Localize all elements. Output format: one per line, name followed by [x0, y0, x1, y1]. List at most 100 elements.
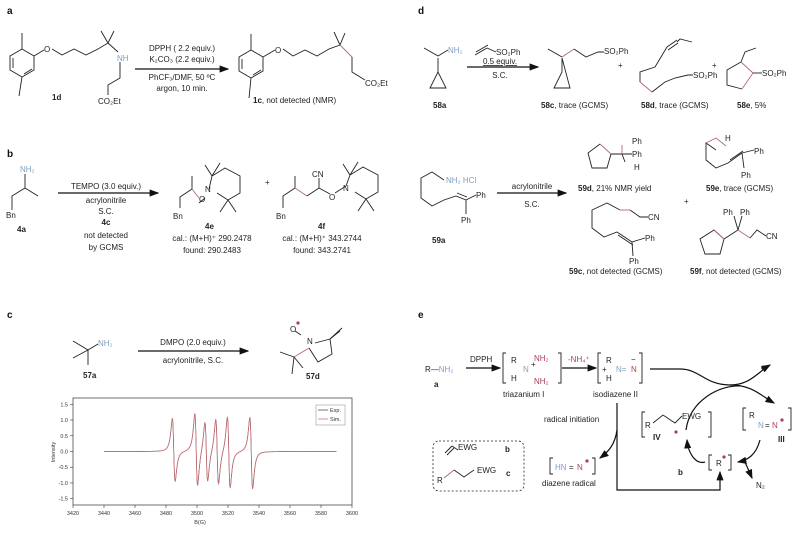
- panel-label: e: [418, 310, 424, 321]
- plus-sign: +: [712, 61, 717, 70]
- hrms-found: found: 290.2483: [183, 246, 241, 255]
- panel-a: a O NH CO₂Et 1d DPPH ( 2.2 equiv.) K₂CO₃…: [7, 6, 388, 106]
- x-tick-label: 3580: [315, 511, 327, 517]
- reagent-b: b: [678, 468, 683, 477]
- condition: PhCF₃/DMF, 50 ºC: [149, 73, 216, 82]
- atom-label: N: [772, 421, 778, 430]
- compound-id: 57d: [306, 372, 320, 381]
- atom-label: R: [749, 411, 755, 420]
- panel-label: d: [418, 6, 424, 17]
- atom-label: Ph: [740, 208, 750, 217]
- x-tick-label: 3420: [67, 511, 79, 517]
- atom-label: CN: [766, 232, 778, 241]
- compound-id: 4f: [318, 222, 325, 231]
- compound-58e: SO₂Ph 58e, 5%: [726, 47, 786, 110]
- intermediate-label: IV: [653, 433, 661, 442]
- x-tick-label: 3500: [191, 511, 203, 517]
- compound-4a: NH₂ Bn 4a: [6, 165, 39, 234]
- atom-label: Ph: [632, 137, 642, 146]
- atom-label: Ph: [754, 147, 764, 156]
- compound-id: a: [434, 380, 439, 389]
- atom-label: CN: [312, 170, 324, 179]
- atom-label: N: [205, 185, 211, 194]
- note: not detected: [84, 231, 128, 240]
- x-tick-label: 3560: [284, 511, 296, 517]
- panel-e: e R—NH₂ a DPPH R N + NH₂ NH₂ H triazaniu…: [418, 310, 792, 492]
- atom-label: N=: [616, 365, 627, 374]
- charge: −: [631, 355, 636, 364]
- compound-id: 4e: [205, 222, 214, 231]
- compound-4f: CN O N Bn 4f cal.: (M+H)⁺ 343.2744 found…: [276, 161, 379, 255]
- charge: +: [602, 365, 607, 374]
- charge: +: [531, 360, 536, 369]
- atom-label: R: [437, 476, 443, 485]
- atom-label: Ph: [741, 171, 751, 180]
- atom-label: EWG: [682, 412, 701, 421]
- compound-caption: 58c, trace (GCMS): [541, 101, 608, 110]
- atom-label: Ph: [645, 234, 655, 243]
- arrow-initiation: [616, 403, 724, 491]
- condition: S.C.: [524, 200, 540, 209]
- intermediate-label: triazanium I: [503, 390, 544, 399]
- panel-label: b: [7, 149, 13, 160]
- atom-label: H: [606, 374, 612, 383]
- hrms-calc: cal.: (M+H)⁺ 343.2744: [282, 234, 362, 243]
- compound-id: 59a: [432, 236, 446, 245]
- condition: acrylonitrile: [512, 182, 553, 191]
- atom-label: H: [634, 163, 640, 172]
- compound-caption: 59f, not detected (GCMS): [690, 267, 782, 276]
- compound-58d: SO₂Ph 58d, trace (GCMS): [639, 38, 717, 110]
- radical-dot: [780, 418, 784, 422]
- atom-label: CO₂Et: [365, 79, 388, 88]
- nitrogen-gas: N₂: [756, 481, 765, 490]
- intermediate-label: III: [778, 435, 785, 444]
- amine-r: R—NH₂: [425, 365, 453, 374]
- compound-59c: CN Ph Ph 59c, not detected (GCMS): [569, 202, 663, 276]
- panel-c: c NH₂ 57a DMPO (2.0 equiv.) acrylonitril…: [7, 310, 358, 526]
- intermediate-label: isodiazene II: [593, 390, 638, 399]
- compound-id: 1d: [52, 93, 61, 102]
- condition: acrylonitrile: [86, 196, 127, 205]
- atom-label: SO₂Ph: [693, 71, 717, 80]
- x-tick-label: 3600: [346, 511, 358, 517]
- x-tick-label: 3480: [160, 511, 172, 517]
- legend-box: EWG b R EWG c: [432, 440, 525, 492]
- x-tick-label: 3460: [129, 511, 141, 517]
- series-line-sim: [104, 413, 337, 490]
- bond-label: =: [765, 421, 770, 430]
- atom-label: Ph: [723, 208, 733, 217]
- compound-1d: O NH CO₂Et 1d: [9, 30, 129, 106]
- atom-label: EWG: [477, 466, 496, 475]
- compound-58a: NH₂ 58a: [423, 46, 463, 110]
- y-tick-label: -1.5: [59, 497, 68, 503]
- arrow-to-c: [650, 364, 772, 386]
- compound-id: 58a: [433, 101, 447, 110]
- atom-label: O: [199, 195, 205, 204]
- condition: K₂CO₃ (2.2 equiv.): [149, 55, 215, 64]
- compound-caption: 1c, not detected (NMR): [253, 96, 336, 105]
- atom-label: H: [511, 374, 517, 383]
- panel-d: d NH₂ 58a SO₂Ph 0.5 equiv. S.C. SO₂Ph 58…: [418, 6, 786, 276]
- arrow-n2: [744, 461, 753, 480]
- alkyl-radical: R: [708, 454, 732, 471]
- triazanium-I: R N + NH₂ NH₂ H triazanium I: [502, 352, 562, 399]
- atom-label: SO₂Ph: [604, 47, 628, 56]
- atom-label: Ph: [476, 191, 486, 200]
- y-tick-label: -1.0: [59, 481, 68, 487]
- atom-label: NH₂ HCl: [446, 176, 476, 185]
- y-tick-label: 1.0: [60, 418, 68, 424]
- atom-label: H: [725, 134, 731, 143]
- atom-label: Ph: [632, 150, 642, 159]
- atom-label: O: [329, 193, 335, 202]
- note: by GCMS: [89, 243, 124, 252]
- compound-59d: Ph Ph H 59d, 21% NMR yield: [578, 137, 651, 193]
- panel-label: a: [7, 6, 13, 17]
- y-axis-label: Intensity: [51, 442, 57, 463]
- y-tick-label: 0.0: [60, 450, 68, 456]
- atom-label: NH₂: [534, 354, 549, 363]
- atom-label: Bn: [6, 211, 16, 220]
- reagent: DPPH: [470, 355, 492, 364]
- atom-label: NH₂: [448, 46, 463, 55]
- atom-label: N: [631, 365, 637, 374]
- compound-57d: O N 57d: [279, 321, 343, 381]
